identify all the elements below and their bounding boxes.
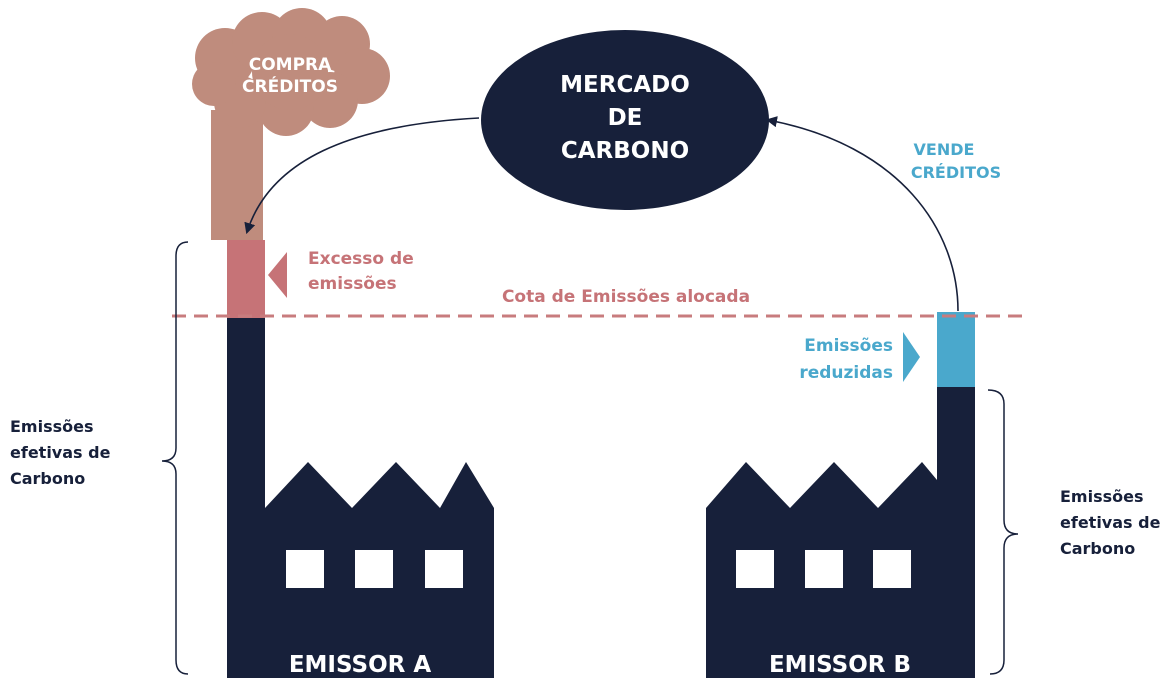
- quota-label: Cota de Emissões alocada: [502, 287, 750, 307]
- effective-left-line-2: efetivas de: [10, 443, 111, 462]
- cloud-label-line-2: CRÉDITOS: [242, 75, 338, 97]
- carbon-market: MERCADO DE CARBONO: [481, 30, 769, 210]
- emitter-a-factory-icon: EMISSOR A: [227, 240, 494, 678]
- smoke-cloud-icon: COMPRA CRÉDITOS: [192, 8, 390, 240]
- emitter-a-label: EMISSOR A: [289, 652, 432, 678]
- emitter-b-factory-icon: EMISSOR B: [706, 312, 975, 678]
- sell-credits-label-line-1: VENDE: [914, 140, 975, 159]
- triangle-right-icon: [903, 332, 920, 382]
- reduced-emissions-bar: [937, 312, 975, 387]
- excess-label-line-2: emissões: [308, 274, 397, 294]
- market-label-line-2: DE: [608, 105, 643, 131]
- sell-credits-arrow: [765, 116, 959, 312]
- emitter-b-label: EMISSOR B: [769, 652, 911, 678]
- cloud-label-line-1: COMPRA: [249, 55, 332, 75]
- triangle-left-icon: [268, 252, 287, 298]
- reduced-label-line-2: reduzidas: [799, 363, 893, 383]
- excess-emissions-bar: [227, 240, 265, 318]
- right-brace: [987, 389, 1019, 675]
- effective-left-line-1: Emissões: [10, 417, 94, 436]
- buy-credits-arrow: [244, 117, 480, 235]
- effective-right-line-2: efetivas de: [1060, 513, 1161, 532]
- effective-left-line-3: Carbono: [10, 469, 85, 488]
- sell-credits-label-line-2: CRÉDITOS: [911, 163, 1001, 182]
- excess-label-line-1: Excesso de: [308, 249, 414, 269]
- market-label-line-3: CARBONO: [561, 138, 689, 164]
- effective-right-line-3: Carbono: [1060, 539, 1135, 558]
- left-brace: [161, 241, 189, 675]
- effective-right-line-1: Emissões: [1060, 487, 1144, 506]
- reduced-label-line-1: Emissões: [804, 336, 893, 356]
- market-label-line-1: MERCADO: [560, 72, 690, 98]
